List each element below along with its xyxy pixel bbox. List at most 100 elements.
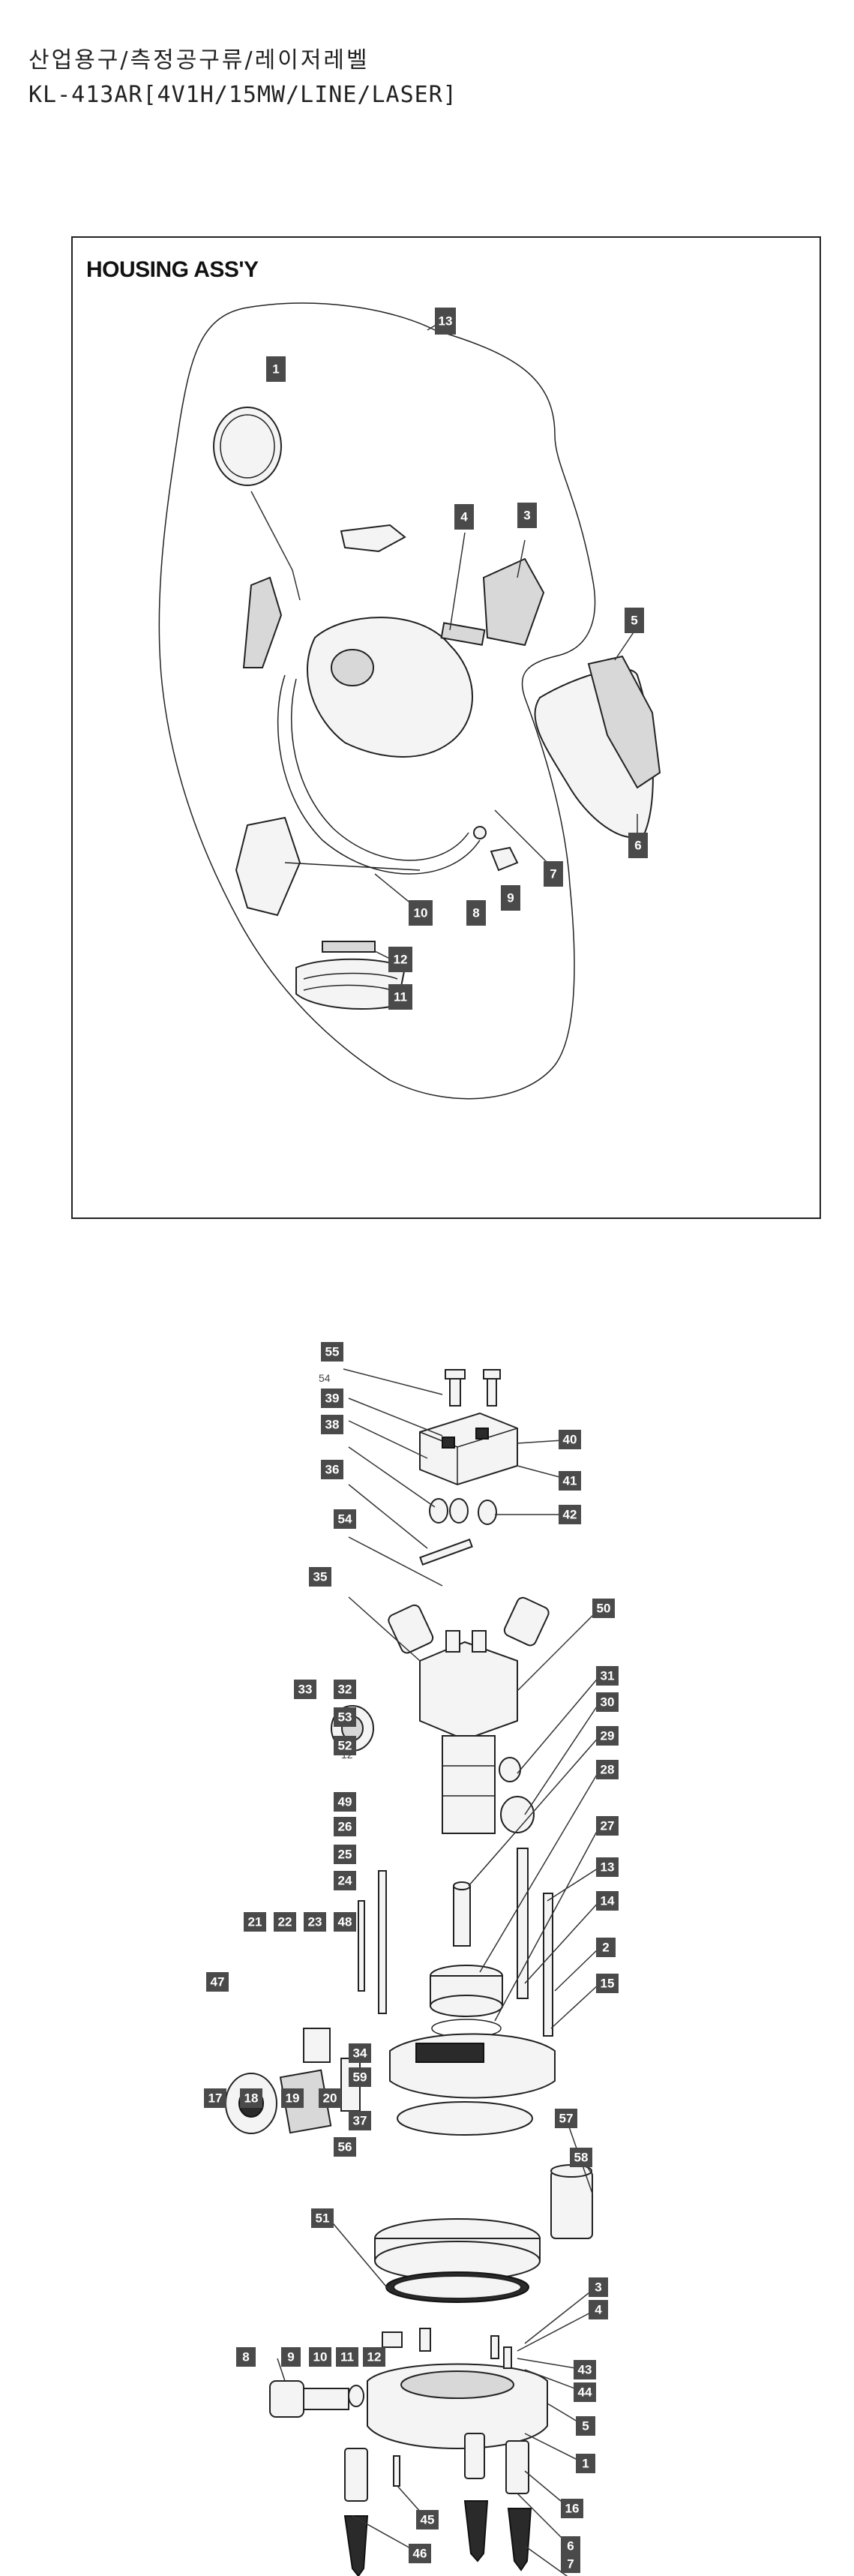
leader-line (524, 1701, 601, 1815)
svg-text:39: 39 (325, 1392, 340, 1406)
part-badge (213, 407, 282, 486)
housing-outline (158, 302, 596, 1100)
svg-text:59: 59 (353, 2070, 367, 2085)
svg-text:51: 51 (316, 2211, 330, 2226)
part-bottom-housing-top (400, 2370, 514, 2399)
part-column (442, 1735, 496, 1834)
leader-line (550, 1983, 601, 2029)
part-foot-upper (344, 2448, 368, 2502)
leader-line (468, 1735, 601, 1887)
svg-text:16: 16 (565, 2502, 580, 2516)
leader-line (449, 532, 466, 631)
svg-text:42: 42 (563, 1508, 577, 1522)
part-washer (478, 1500, 497, 1525)
callout-30: 30 (596, 1692, 619, 1712)
leader-line (348, 1420, 428, 1459)
callout-20: 20 (319, 2088, 341, 2108)
callout-3: 3 (589, 2277, 608, 2297)
part-plate-block (415, 2043, 484, 2063)
part-washer (449, 1498, 469, 1524)
svg-text:27: 27 (601, 1819, 615, 1833)
callout-23: 23 (304, 1912, 326, 1932)
svg-text:21: 21 (248, 1915, 262, 1929)
callout-53: 53 (334, 1707, 356, 1727)
part-clip (419, 2328, 431, 2352)
part-housing-window (331, 649, 374, 686)
part-gasket-inner (393, 2275, 522, 2299)
part-cable-loop-inner (291, 678, 469, 861)
svg-text:4: 4 (595, 2303, 602, 2317)
part-rod (284, 862, 421, 871)
callout-25: 25 (334, 1845, 356, 1864)
svg-text:57: 57 (559, 2112, 574, 2126)
part-side-cap (587, 655, 661, 789)
callout-37: 37 (349, 2111, 371, 2130)
svg-text:2: 2 (602, 1941, 609, 1955)
callout-10: 10 (309, 2347, 331, 2367)
callout-4: 4 (454, 504, 474, 530)
callout-16: 16 (561, 2499, 583, 2518)
svg-text:4: 4 (460, 510, 468, 524)
leader-line (348, 1484, 428, 1549)
svg-text:33: 33 (298, 1683, 313, 1697)
callout-46: 46 (409, 2544, 431, 2563)
part-knob-9 (490, 846, 519, 872)
svg-text:29: 29 (601, 1729, 615, 1743)
part-badge-inner (220, 414, 275, 479)
callout-15: 15 (596, 1974, 619, 1993)
leader-line (494, 809, 548, 863)
part-foot-tip (343, 2515, 369, 2576)
callout-4: 4 (589, 2300, 608, 2319)
leader-line (524, 2545, 568, 2576)
svg-text:55: 55 (325, 1345, 340, 1359)
callout-50: 50 (592, 1599, 615, 1618)
part-handle-10 (235, 816, 301, 917)
svg-text:17: 17 (208, 2091, 223, 2106)
part-screw (487, 1375, 497, 1407)
svg-text:36: 36 (325, 1463, 340, 1477)
leader-line (517, 1608, 601, 1692)
svg-text:6: 6 (634, 839, 641, 853)
svg-text:13: 13 (439, 314, 453, 329)
callout-7: 7 (544, 861, 563, 887)
callout-55: 55 (321, 1342, 343, 1362)
leader-line (348, 1536, 443, 1587)
part-head-post (472, 1630, 487, 1653)
leader-line (479, 1769, 601, 1973)
part-battery (550, 2170, 593, 2239)
svg-text:48: 48 (338, 1915, 352, 1929)
svg-text:9: 9 (287, 2350, 294, 2364)
leader-line (517, 539, 526, 578)
callout-45: 45 (416, 2510, 439, 2529)
callout-17: 17 (204, 2088, 226, 2108)
housing-assembly-drawing: 13 1 4 3 5 6 7 9 8 10 12 11 (158, 302, 661, 1100)
callout-5: 5 (625, 608, 644, 633)
svg-text:44: 44 (578, 2385, 592, 2400)
callout-14: 14 (596, 1891, 619, 1911)
callout-29: 29 (596, 1726, 619, 1746)
svg-text:28: 28 (601, 1763, 615, 1777)
callout-19: 19 (281, 2088, 304, 2108)
svg-text:52: 52 (338, 1739, 352, 1753)
part-top-block (419, 1412, 518, 1486)
svg-text:3: 3 (595, 2280, 601, 2295)
part-laser-module (503, 1596, 550, 1647)
part-pin-43 (490, 2335, 499, 2359)
callout-21: 21 (244, 1912, 266, 1932)
callout-32: 32 (334, 1680, 356, 1699)
svg-text:12: 12 (394, 953, 408, 967)
leader-line (348, 1398, 443, 1437)
leader-line (277, 2358, 286, 2382)
part-shaft (453, 1885, 471, 1947)
callout-42: 42 (559, 1505, 581, 1524)
callout-56: 56 (334, 2137, 356, 2157)
part-top-block-slot (442, 1437, 455, 1449)
part-screw-8 (473, 826, 487, 839)
callout-51: 51 (311, 2208, 334, 2228)
part-screw (449, 1375, 461, 1407)
model-name: KL-413AR[4V1H/15MW/LINE/LASER] (28, 82, 457, 108)
svg-text:53: 53 (338, 1710, 352, 1725)
part-shaft-top (453, 1881, 471, 1890)
svg-text:54: 54 (338, 1512, 352, 1527)
callout-11: 11 (388, 984, 412, 1010)
